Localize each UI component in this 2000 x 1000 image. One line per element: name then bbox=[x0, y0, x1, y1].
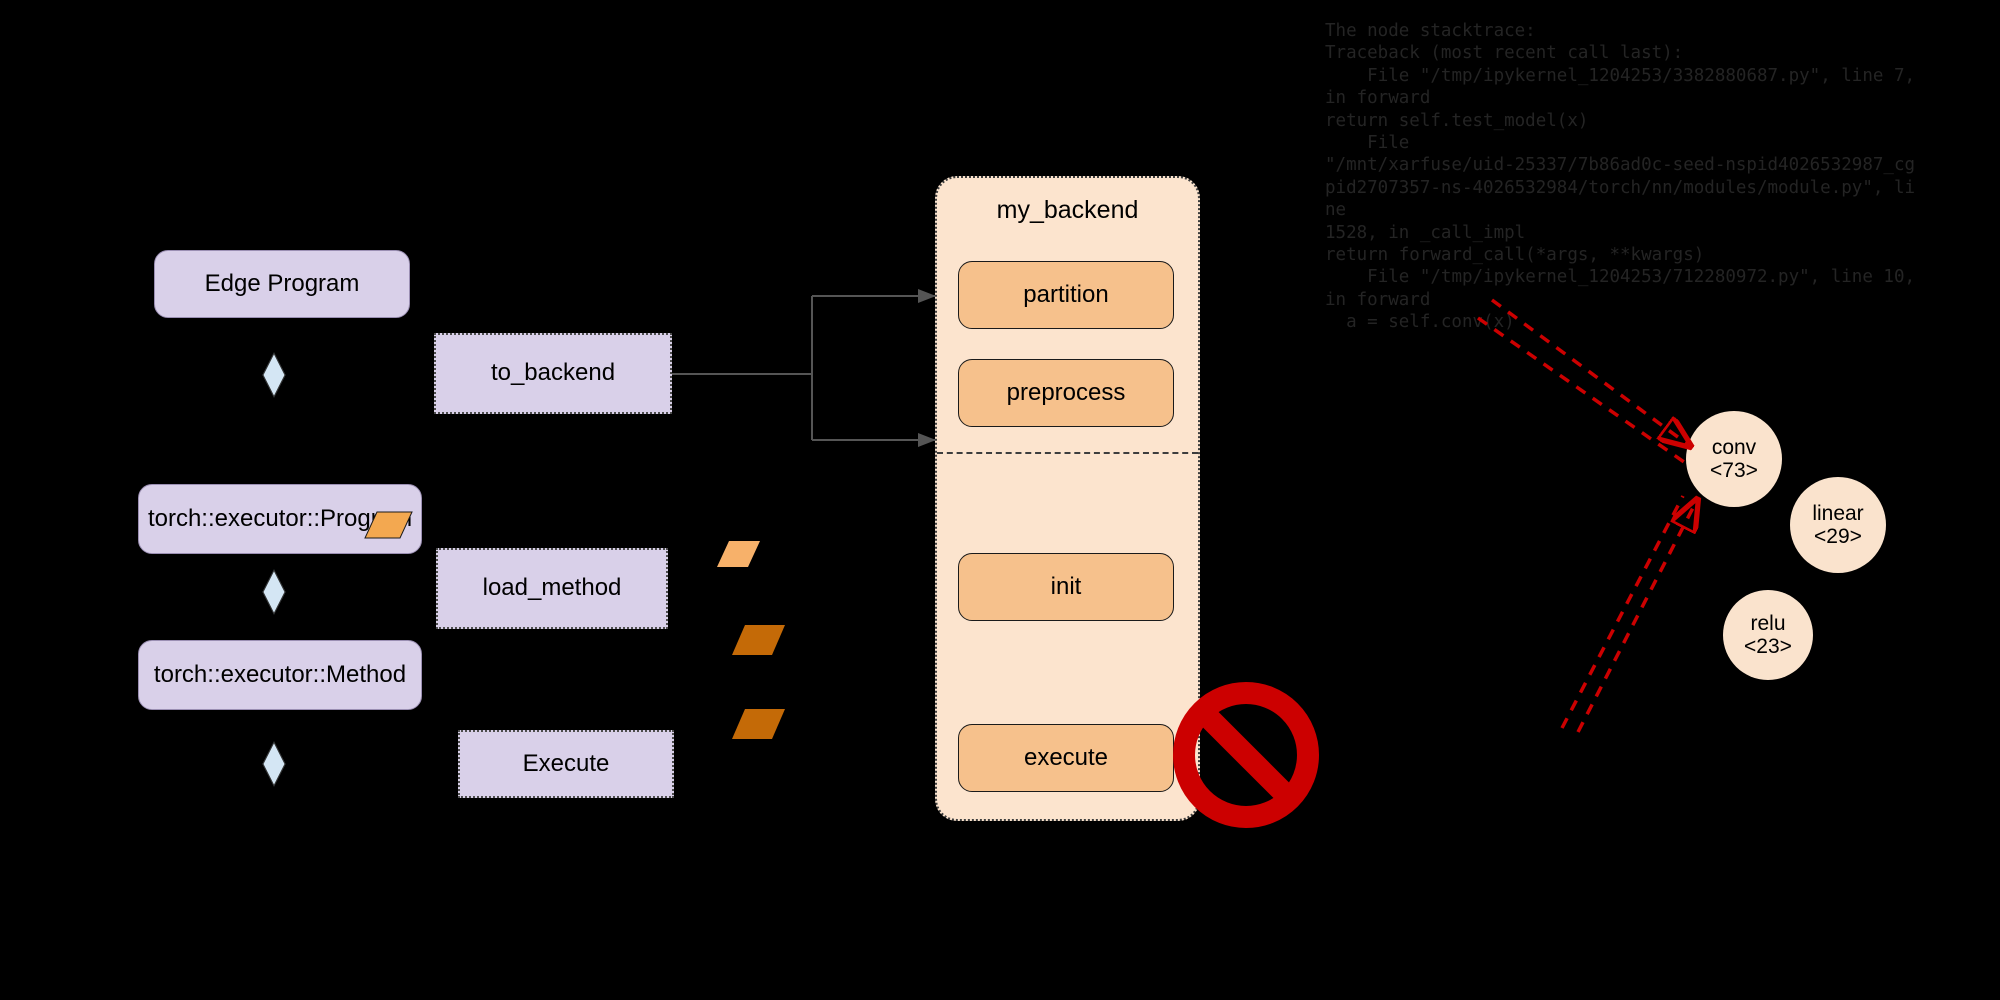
to-backend-label: to_backend bbox=[490, 359, 616, 387]
backend-preprocess-label: preprocess bbox=[1006, 378, 1126, 406]
graph-node-conv-op: conv bbox=[1711, 435, 1757, 459]
executor-method-node[interactable]: torch::executor::Method bbox=[138, 640, 422, 710]
flow-diamond-3 bbox=[262, 741, 286, 787]
backend-execute-node[interactable]: execute bbox=[958, 724, 1174, 792]
graph-node-linear[interactable]: linear <29> bbox=[1790, 477, 1886, 573]
payload-marker-light bbox=[717, 541, 760, 567]
backend-phase-divider bbox=[937, 452, 1198, 454]
execute-api-label: Execute bbox=[522, 749, 610, 777]
node-stacktrace-text: The node stacktrace: Traceback (most rec… bbox=[1325, 21, 1916, 333]
execute-api-node[interactable]: Execute bbox=[458, 730, 674, 798]
arrow-from-backend-region bbox=[1560, 496, 1697, 733]
edge-program-node[interactable]: Edge Program bbox=[154, 250, 410, 318]
executor-program-label: torch::executor::Program bbox=[147, 504, 413, 532]
graph-node-linear-op: linear bbox=[1812, 501, 1864, 525]
graph-node-relu-op: relu bbox=[1750, 611, 1786, 635]
backend-partition-label: partition bbox=[1023, 280, 1109, 308]
executor-program-node[interactable]: torch::executor::Program bbox=[138, 484, 422, 554]
flow-diamond-1 bbox=[262, 352, 286, 398]
backend-init-node[interactable]: init bbox=[958, 553, 1174, 621]
graph-node-relu-id: <23> bbox=[1744, 635, 1792, 658]
backend-init-label: init bbox=[1050, 572, 1082, 600]
load-method-label: load_method bbox=[482, 574, 622, 602]
backend-execute-label: execute bbox=[1023, 743, 1109, 771]
backend-preprocess-node[interactable]: preprocess bbox=[958, 359, 1174, 427]
executor-method-label: torch::executor::Method bbox=[153, 660, 407, 688]
backend-partition-node[interactable]: partition bbox=[958, 261, 1174, 329]
graph-node-conv[interactable]: conv <73> bbox=[1686, 411, 1782, 507]
graph-node-conv-id: <73> bbox=[1710, 459, 1758, 482]
load-method-node[interactable]: load_method bbox=[436, 548, 668, 629]
to-backend-node[interactable]: to_backend bbox=[434, 333, 672, 414]
my-backend-title: my_backend bbox=[996, 196, 1139, 224]
prohibited-sign bbox=[1173, 682, 1319, 828]
payload-marker-dark-2 bbox=[732, 709, 785, 739]
graph-node-linear-id: <29> bbox=[1814, 525, 1862, 548]
graph-node-relu[interactable]: relu <23> bbox=[1723, 590, 1813, 680]
flow-diamond-2 bbox=[262, 569, 286, 615]
payload-marker-dark-1 bbox=[732, 625, 785, 655]
edge-program-label: Edge Program bbox=[204, 269, 360, 297]
